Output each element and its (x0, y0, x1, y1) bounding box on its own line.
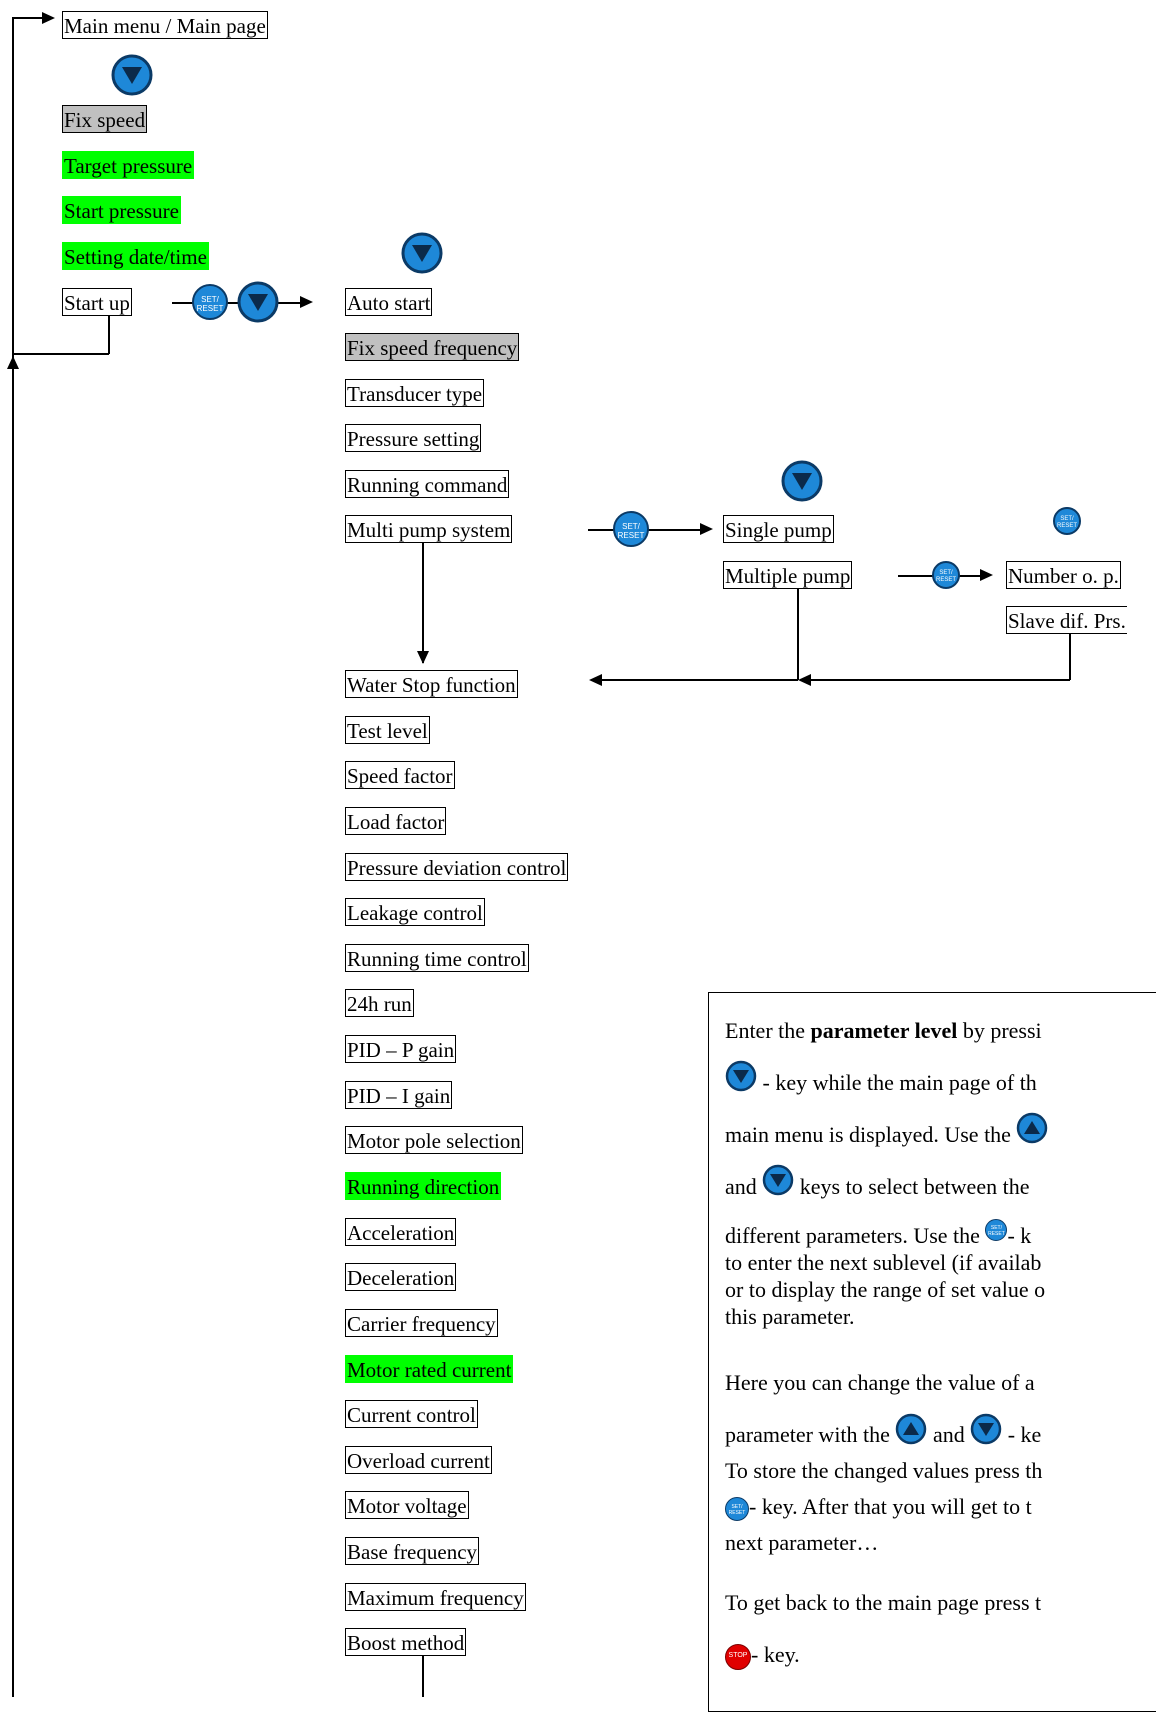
startup-item-pid-i-gain[interactable]: PID – I gain (345, 1081, 453, 1109)
set-reset-key-icon: SET/RESET (932, 561, 960, 589)
loop-arrow-head (42, 12, 55, 24)
note-line: to enter the next sublevel (if availab (725, 1250, 1042, 1275)
startup-item-speed-factor[interactable]: Speed factor (345, 761, 455, 789)
startup-item-fix-speed-frequency[interactable]: Fix speed frequency (345, 333, 520, 361)
startup-item-auto-start[interactable]: Auto start (345, 288, 433, 316)
down-key-icon (781, 460, 823, 502)
startup-item-multi-pump-system[interactable]: Multi pump system (345, 515, 513, 543)
note-line: next parameter… (725, 1530, 879, 1555)
water-stop-arrow (589, 674, 602, 686)
down-key-icon (725, 1059, 757, 1111)
set-reset-key-icon: SET/RESET (985, 1218, 1008, 1241)
water-stop-return-h (602, 679, 798, 681)
note-line: this parameter. (725, 1304, 855, 1329)
startup-return-h (12, 353, 109, 355)
up-key-icon (1016, 1111, 1048, 1163)
main-item-target-pressure[interactable]: Target pressure (62, 151, 195, 179)
return-arrow-head (7, 356, 19, 369)
note-line: parameter with the and - ke (725, 1412, 1156, 1458)
down-key-icon (401, 232, 443, 274)
startup-item-running-time-control[interactable]: Running time control (345, 944, 529, 972)
multi-pump-item-single[interactable]: Single pump (723, 515, 834, 543)
note-line: main menu is displayed. Use the (725, 1109, 1156, 1161)
boost-down-line (422, 1656, 424, 1697)
down-key-icon (111, 54, 153, 96)
startup-item-water-stop[interactable]: Water Stop function (345, 670, 518, 698)
startup-item-pid-p-gain[interactable]: PID – P gain (345, 1035, 457, 1063)
slave-return-arrow (798, 674, 811, 686)
note-line: Here you can change the value of a (725, 1370, 1035, 1395)
startup-item-carrier-frequency[interactable]: Carrier frequency (345, 1309, 498, 1337)
note-line: To get back to the main page press t (725, 1590, 1042, 1615)
multiple-pump-item-number[interactable]: Number o. p. (1006, 561, 1121, 589)
note-line: Enter the parameter level by pressi (725, 1018, 1042, 1043)
startup-item-pressure-deviation[interactable]: Pressure deviation control (345, 853, 569, 881)
multi-pump-arrow-head (700, 523, 713, 535)
note-line: - key while the main page of th (725, 1057, 1156, 1109)
startup-item-pressure-setting[interactable]: Pressure setting (345, 424, 482, 452)
startup-item-motor-rated-current[interactable]: Motor rated current (345, 1355, 514, 1383)
stop-key-icon: STOP (725, 1643, 751, 1670)
startup-item-maximum-frequency[interactable]: Maximum frequency (345, 1583, 526, 1611)
main-item-start-pressure[interactable]: Start pressure (62, 196, 181, 224)
startup-item-transducer-type[interactable]: Transducer type (345, 379, 485, 407)
multi-pump-item-multiple[interactable]: Multiple pump (723, 561, 853, 589)
startup-item-boost-method[interactable]: Boost method (345, 1628, 467, 1656)
note-line: STOP- key. (725, 1632, 1156, 1678)
startup-item-24h-run[interactable]: 24h run (345, 989, 414, 1017)
startup-item-acceleration[interactable]: Acceleration (345, 1218, 457, 1246)
startup-item-load-factor[interactable]: Load factor (345, 807, 447, 835)
up-key-icon (895, 1413, 927, 1461)
startup-item-leakage-control[interactable]: Leakage control (345, 898, 485, 926)
multi-pump-down-arrow (417, 651, 429, 664)
note-line: SET/RESET- key. After that you will get … (725, 1484, 1156, 1530)
set-reset-key-icon: SET/RESET (192, 284, 228, 320)
set-reset-key-icon: SET/RESET (613, 511, 649, 547)
set-reset-key-icon: SET/RESET (1053, 507, 1081, 535)
multi-pump-down-line (422, 543, 424, 663)
multiple-pump-arrow-head (980, 569, 993, 581)
startup-item-deceleration[interactable]: Deceleration (345, 1263, 457, 1291)
note-line: and keys to select between the (725, 1161, 1156, 1213)
down-key-icon (237, 281, 279, 323)
main-menu-box[interactable]: Main menu / Main page (62, 11, 268, 39)
startup-item-base-frequency[interactable]: Base frequency (345, 1537, 480, 1565)
down-key-icon (762, 1163, 794, 1215)
main-item-fix-speed[interactable]: Fix speed (62, 105, 148, 133)
note-line: To store the changed values press th (725, 1458, 1043, 1483)
startup-item-running-command[interactable]: Running command (345, 470, 510, 498)
startup-item-test-level[interactable]: Test level (345, 716, 430, 744)
main-item-setting-date[interactable]: Setting date/time (62, 242, 209, 270)
startup-item-overload-current[interactable]: Overload current (345, 1446, 492, 1474)
loop-line-top (12, 17, 44, 19)
startup-connector (172, 302, 302, 304)
multiple-pump-return-v (797, 589, 799, 680)
loop-line-outer (12, 17, 14, 1697)
main-item-start-up[interactable]: Start up (62, 288, 132, 316)
startup-arrow-head (300, 296, 313, 308)
slave-return-v (1069, 634, 1071, 680)
instruction-note: Enter the parameter level by pressi - ke… (708, 992, 1156, 1712)
down-key-icon (970, 1413, 1002, 1461)
set-reset-key-icon: SET/RESET (725, 1496, 749, 1521)
startup-return-v (108, 316, 110, 354)
multiple-pump-item-slave[interactable]: Slave dif. Prs. (1006, 606, 1127, 634)
note-line: or to display the range of set value o (725, 1277, 1046, 1302)
startup-item-motor-voltage[interactable]: Motor voltage (345, 1491, 469, 1519)
startup-item-motor-pole[interactable]: Motor pole selection (345, 1126, 523, 1154)
note-line: different parameters. Use the SET/RESET-… (725, 1218, 1156, 1249)
startup-item-running-direction[interactable]: Running direction (345, 1172, 502, 1200)
startup-item-current-control[interactable]: Current control (345, 1400, 478, 1428)
slave-return-h (810, 679, 1070, 681)
